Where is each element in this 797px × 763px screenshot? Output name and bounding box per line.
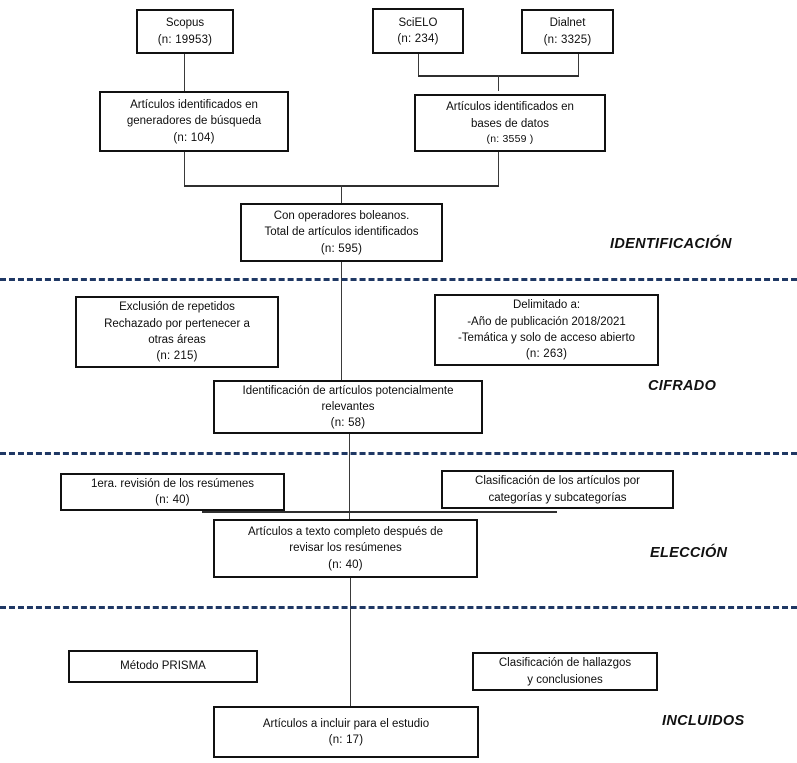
box-exclusion-line1: Exclusión de repetidos (119, 301, 235, 314)
box-clasif-cat-line1: Clasificación de los artículos por (475, 475, 640, 488)
box-generadores-line1: Artículos identificados en (130, 99, 258, 111)
box-boleanos-line1: Con operadores boleanos. (273, 210, 410, 222)
connector-scielo-down (418, 53, 419, 75)
box-primera-rev-line1: 1era. revisión de los resúmenes (91, 477, 254, 490)
box-texto-completo-count: (n: 40) (328, 558, 363, 571)
box-bases-de-datos: Artículos identificados en bases de dato… (414, 94, 606, 152)
box-scopus-line1: Scopus (165, 17, 205, 30)
box-incluir-count: (n: 17) (328, 734, 364, 746)
box-clasificacion-hallazgos: Clasificación de hallazgos y conclusione… (472, 652, 658, 691)
box-potencialmente-line1: Identificación de artículos potencialmen… (242, 384, 454, 397)
box-bases-count: (n: 3559 ) (486, 132, 534, 145)
box-generadores-line2: generadores de búsqueda (126, 115, 262, 128)
box-delimitado-line1: Delimitado a: (512, 299, 581, 312)
box-delimitado-line3: -Temática y solo de acceso abierto (457, 332, 636, 344)
box-clasif-hall-line2: y conclusiones (527, 673, 603, 686)
box-clasif-cat-line2: categorías y subcategorías (488, 491, 627, 504)
box-exclusion-line3: otras áreas (148, 334, 206, 346)
box-primera-revision-resumenes: 1era. revisión de los resúmenes (n: 40) (60, 473, 285, 511)
box-generadores-busqueda: Artículos identificados en generadores d… (99, 91, 289, 152)
box-delimitado-line2: -Año de publicación 2018/2021 (467, 315, 626, 328)
phase-label-cifrado: CIFRADO (648, 378, 717, 394)
connector-eleccion-merge-bar (202, 511, 557, 513)
box-generadores-count: (n: 104) (173, 131, 215, 144)
box-dialnet-count: (n: 3325) (543, 33, 592, 46)
box-scielo-count: (n: 234) (397, 33, 439, 45)
box-potencialmente-line2: relevantes (321, 400, 375, 413)
connector-dialnet-down (578, 53, 579, 75)
box-scielo: SciELO (n: 234) (372, 8, 464, 54)
phase-label-identificacion: IDENTIFICACIÓN (610, 236, 732, 252)
box-articulos-incluir: Artículos a incluir para el estudio (n: … (213, 706, 479, 758)
box-scopus-count: (n: 19953) (157, 33, 213, 46)
box-dialnet-line1: Dialnet (549, 17, 586, 30)
box-texto-completo-line1: Artículos a texto completo después de (248, 526, 443, 538)
box-texto-completo-line2: revisar los resúmenes (289, 542, 402, 555)
connector-bases-down (498, 152, 499, 185)
phase-label-incluidos: INCLUIDOS (662, 713, 745, 729)
box-scielo-line1: SciELO (398, 16, 438, 29)
box-bases-line2: bases de datos (470, 117, 549, 130)
connector-generadores-down (184, 152, 185, 185)
box-potencialmente-count: (n: 58) (330, 417, 366, 430)
connector-relevantes-to-eleccion (349, 434, 350, 520)
box-boleanos-count: (n: 595) (320, 242, 363, 255)
box-exclusion-repetidos: Exclusión de repetidos Rechazado por per… (75, 296, 279, 368)
phase-label-eleccion: ELECCIÓN (650, 545, 728, 561)
phase-separator-eleccion (0, 606, 797, 609)
box-delimitado: Delimitado a: -Año de publicación 2018/2… (434, 294, 659, 366)
box-boleanos-line2: Total de artículos identificados (264, 226, 419, 239)
box-exclusion-count: (n: 215) (156, 350, 198, 363)
box-texto-completo: Artículos a texto completo después de re… (213, 519, 478, 578)
box-primera-rev-count: (n: 40) (155, 494, 190, 506)
connector-merge-to-bases (498, 75, 499, 91)
connector-eleccion-to-incluidos (350, 578, 351, 712)
connector-scopus-to-generadores (184, 53, 185, 91)
connector-merge-to-boleanos (341, 185, 342, 203)
phase-separator-cifrado (0, 452, 797, 455)
box-bases-line1: Artículos identificados en (446, 101, 574, 114)
box-scopus: Scopus (n: 19953) (136, 9, 234, 54)
phase-separator-identificacion (0, 278, 797, 281)
box-operadores-boleanos: Con operadores boleanos. Total de artícu… (240, 203, 443, 262)
box-clasificacion-categorias: Clasificación de los artículos por categ… (441, 470, 674, 509)
connector-boleanos-to-cifrado (341, 262, 342, 388)
box-dialnet: Dialnet (n: 3325) (521, 9, 614, 54)
box-metodo-prisma-line1: Método PRISMA (120, 660, 206, 673)
box-delimitado-count: (n: 263) (525, 348, 568, 361)
box-articulos-potencialmente-relevantes: Identificación de artículos potencialmen… (213, 380, 483, 434)
box-incluir-line1: Artículos a incluir para el estudio (262, 717, 430, 730)
box-clasif-hall-line1: Clasificación de hallazgos (498, 657, 632, 670)
box-metodo-prisma: Método PRISMA (68, 650, 258, 683)
box-exclusion-line2: Rechazado por pertenecer a (104, 317, 250, 330)
